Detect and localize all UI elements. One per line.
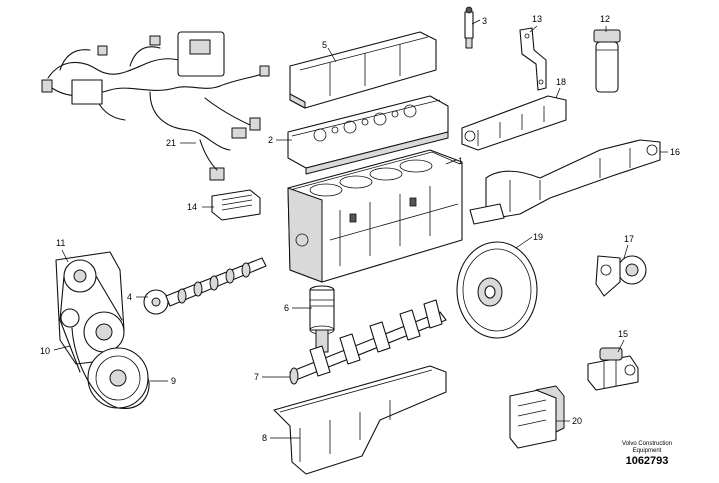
part-oil-cooler — [211, 189, 261, 221]
part-bracket — [519, 27, 547, 91]
brand-subtitle: Equipment — [632, 448, 662, 454]
callout-18: 18 — [556, 77, 566, 87]
callout-19: 19 — [533, 232, 543, 242]
callout-10: 10 — [40, 346, 50, 356]
callout-6: 6 — [284, 303, 289, 313]
part-camshaft — [143, 257, 267, 315]
part-belt-drive — [55, 251, 150, 409]
callout-9: 9 — [171, 376, 176, 386]
part-control-unit — [509, 385, 565, 449]
brand-block: Volvo Construction Equipment 1062793 — [606, 441, 688, 468]
part-exhaust-manifold — [461, 95, 567, 151]
part-engine-block — [287, 149, 463, 283]
callout-4: 4 — [127, 292, 132, 302]
part-starter-motor — [587, 347, 639, 391]
callout-16: 16 — [670, 147, 680, 157]
callout-1: 1 — [458, 156, 463, 166]
diagram-number: 1062793 — [625, 455, 669, 467]
callout-21: 21 — [166, 138, 176, 148]
part-injector — [464, 6, 474, 49]
part-oil-pan — [273, 365, 447, 475]
callout-17: 17 — [624, 234, 634, 244]
callout-13: 13 — [532, 14, 542, 24]
callout-20: 20 — [572, 416, 582, 426]
brand-name: Volvo Construction — [621, 441, 673, 447]
callout-3: 3 — [482, 16, 487, 26]
callout-11: 11 — [56, 238, 65, 248]
callout-labels: 1 2 3 4 5 6 7 8 9 10 11 12 13 14 15 16 1… — [40, 14, 680, 443]
callout-2: 2 — [268, 135, 273, 145]
callout-leaders — [53, 19, 668, 439]
part-crankshaft — [289, 299, 447, 385]
callout-7: 7 — [254, 372, 259, 382]
part-flywheel — [456, 241, 538, 339]
part-piston-liner — [309, 285, 335, 353]
callout-12: 12 — [600, 14, 610, 24]
callout-5: 5 — [322, 40, 327, 50]
callout-15: 15 — [618, 329, 628, 339]
callout-14: 14 — [187, 202, 197, 212]
part-fuel-filter — [593, 29, 621, 93]
callout-8: 8 — [262, 433, 267, 443]
part-cylinder-head — [287, 95, 449, 175]
part-egr-piping — [469, 139, 661, 225]
part-wiring-harness — [41, 31, 270, 181]
part-rocker-cover — [289, 31, 437, 109]
part-turbocharger — [595, 255, 647, 297]
